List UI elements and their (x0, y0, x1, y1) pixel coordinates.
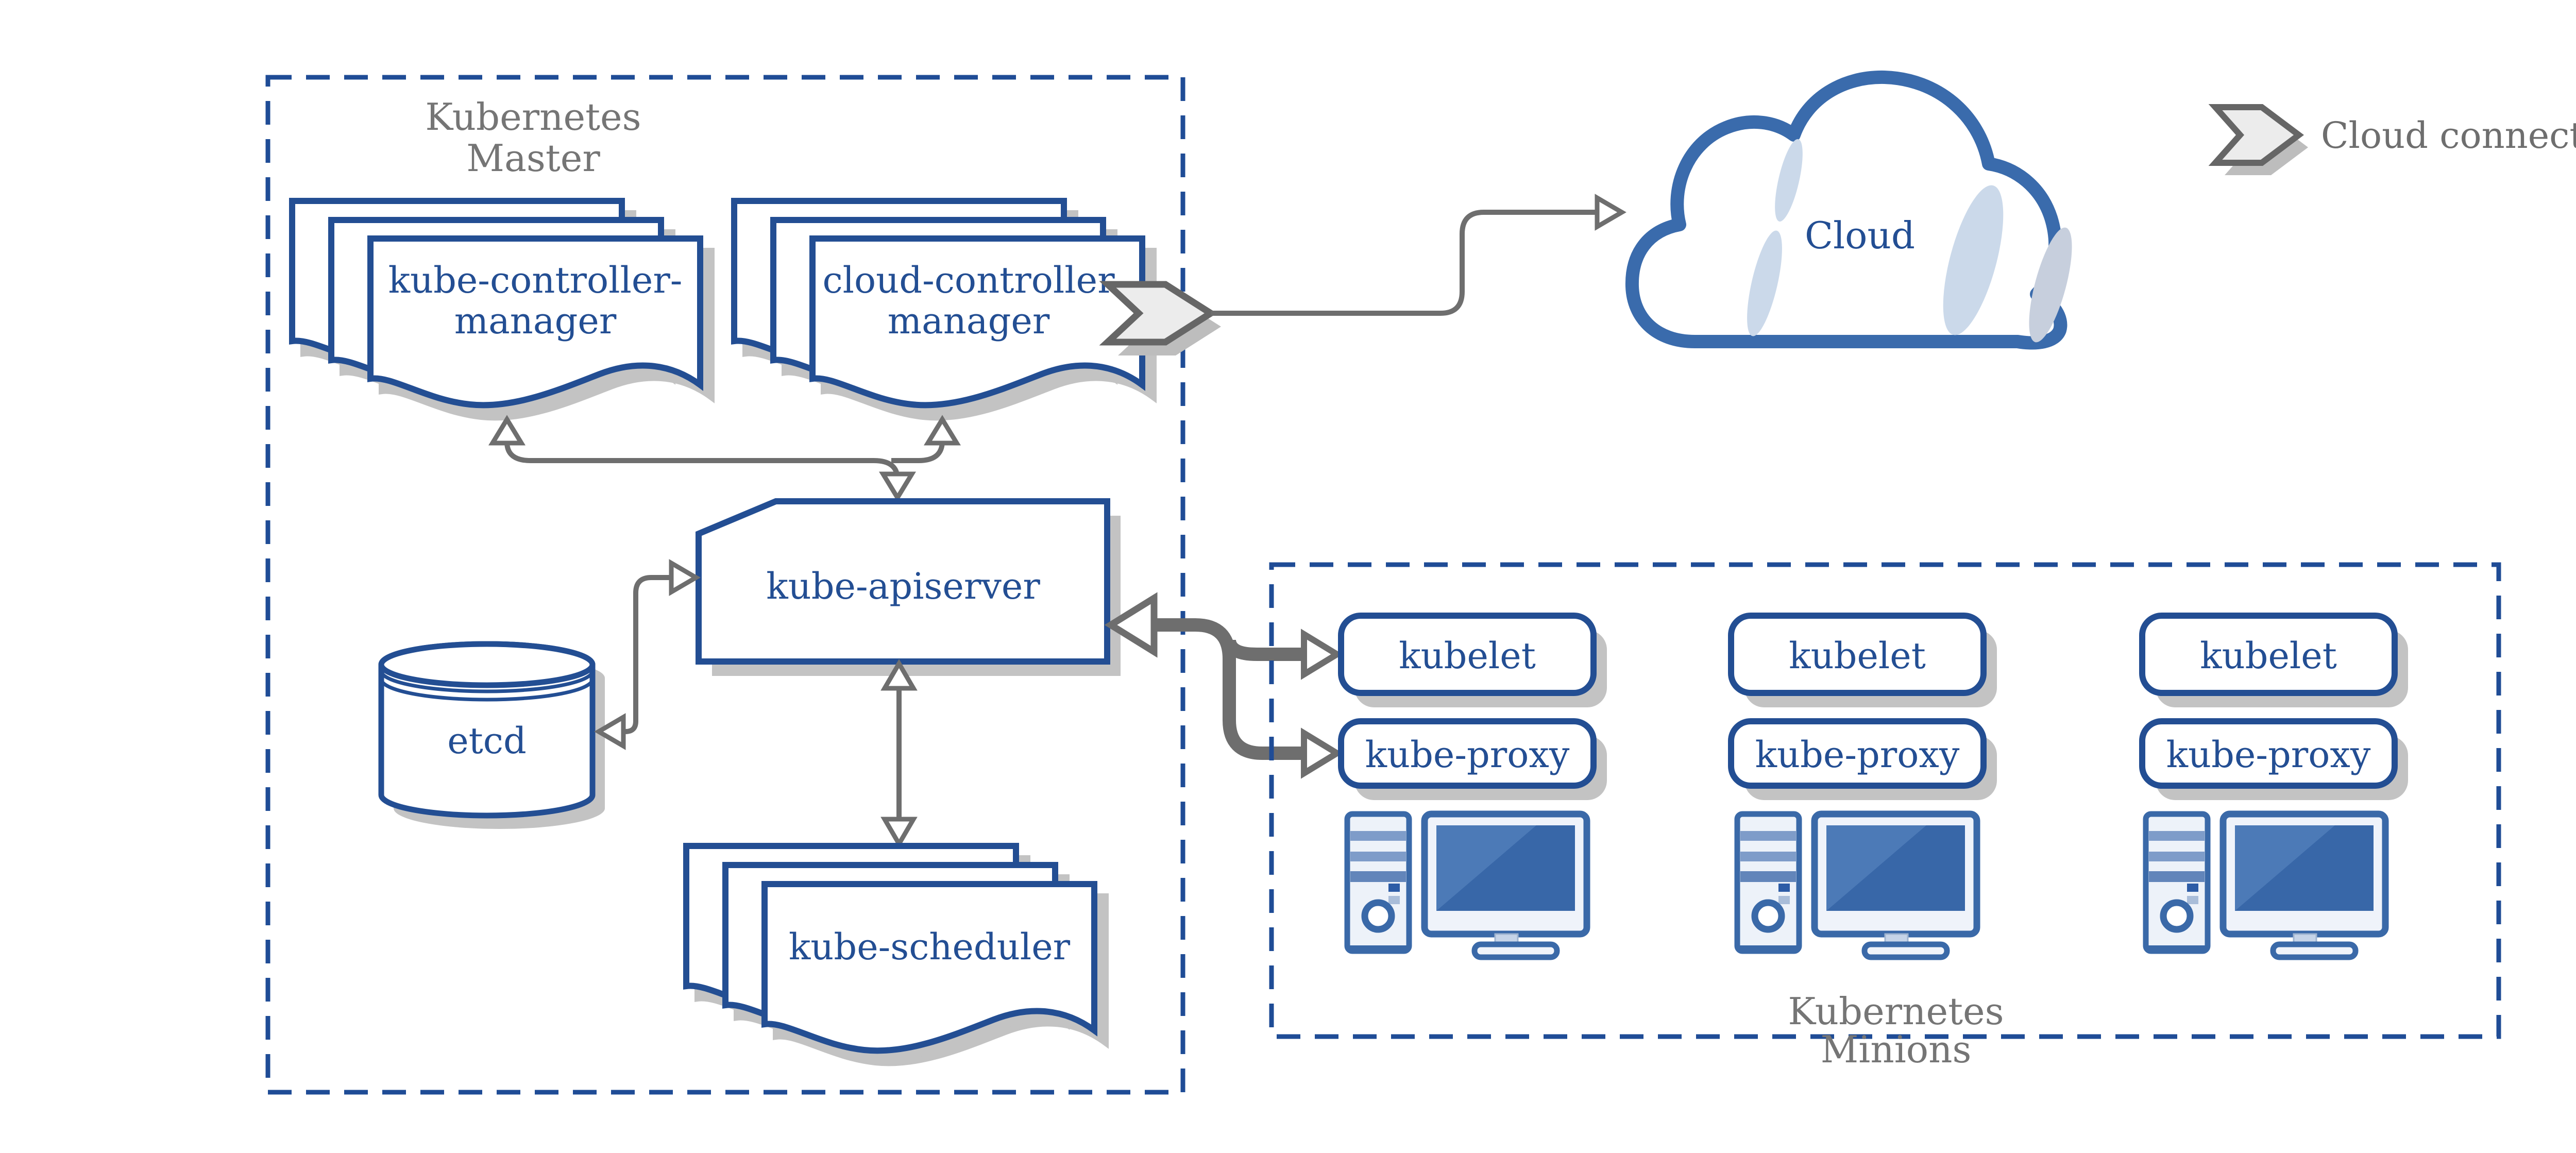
kubelet-label: kubelet (2200, 635, 2337, 677)
arrow-etcd-apiserver (594, 559, 701, 750)
cloud-label: Cloud (1805, 214, 1915, 257)
kube-scheduler-node: kube-scheduler (686, 846, 1106, 1063)
kube-proxy-box (2139, 718, 2398, 789)
cloud-controller-manager-label-line1: cloud-controller (822, 259, 1115, 301)
arrow-line-thick (1223, 639, 1302, 661)
arrowhead-right-icon (1301, 629, 1343, 680)
arrowhead-up-icon (488, 415, 526, 446)
etcd-node: etcd (378, 641, 605, 829)
arrow-cloud-connector-to-cloud (1211, 194, 1626, 316)
cloud-node: Cloud (1625, 70, 2072, 350)
arrowhead-down-icon (880, 817, 918, 849)
arrow-controllers-to-apiserver (488, 415, 961, 502)
kubernetes-master-zone: Kubernetes Master kube-controller- manag… (265, 75, 1185, 1095)
kube-proxy-label: kube-proxy (2166, 734, 2371, 776)
kube-apiserver-label: kube-apiserver (766, 565, 1040, 607)
kubernetes-minions-zone: kubelet kube-proxy kubelet kube-proxy ku… (1269, 562, 2501, 1071)
etcd-label: etcd (447, 720, 527, 762)
kube-proxy-box (1728, 718, 1987, 789)
kube-controller-manager-label-line1: kube-controller- (388, 259, 683, 301)
arrow-line (504, 442, 900, 491)
kubernetes-minions-boundary (1269, 562, 2501, 1039)
cloud-connector-legend-label: Cloud connector (2321, 114, 2576, 157)
kube-apiserver-node: kube-apiserver (696, 498, 1121, 676)
arrow-apiserver-scheduler (880, 659, 918, 849)
arrowhead-left-icon (1104, 592, 1158, 658)
kubelet-box (1728, 613, 1987, 696)
kube-proxy-box (1338, 718, 1597, 789)
kubelet-box (1338, 613, 1597, 696)
arrowhead-up-icon (923, 415, 961, 446)
kubelet-label: kubelet (1789, 635, 1926, 677)
cloud-controller-manager-label-line2: manager (888, 300, 1050, 342)
arrowhead-right-icon (669, 559, 701, 596)
kube-controller-manager-label-line2: manager (454, 300, 617, 342)
kube-apiserver-box (696, 498, 1110, 665)
workstation-icon (1347, 814, 1587, 957)
arrow-line (623, 575, 669, 734)
workstation-icon (2146, 814, 2385, 957)
cloud-slash-decoration (1775, 139, 1803, 222)
cloud-slash-decoration (2029, 227, 2072, 343)
kube-scheduler-label: kube-scheduler (789, 926, 1071, 968)
minions-zone-title-line2: Minions (1821, 1028, 1972, 1071)
cloud-controller-manager-node: cloud-controller manager (734, 201, 1154, 417)
chevron-icon (2208, 104, 2304, 166)
minion-node-3: kubelet kube-proxy (2139, 613, 2408, 957)
cloud-connector-chevron (1099, 281, 1221, 355)
kubernetes-master-boundary (265, 75, 1185, 1095)
kube-controller-manager-node: kube-controller- manager (292, 201, 711, 417)
arrowhead-right-icon (1595, 194, 1626, 231)
arrowhead-left-icon (594, 713, 626, 750)
master-zone-title-line1: Kubernetes (425, 95, 641, 139)
arrowhead-up-icon (880, 659, 918, 691)
cylinder-rim-line (379, 679, 595, 702)
workstation-icon (1737, 814, 1977, 957)
cloud-slash-decoration (1747, 230, 1782, 336)
etcd-cylinder-top (378, 641, 596, 688)
arrowhead-right-icon (1301, 727, 1343, 779)
cloud-slash-decoration (1943, 185, 2004, 335)
master-zone-title-line2: Master (466, 137, 600, 180)
arrow-apiserver-minions (1104, 592, 1343, 779)
arrow-line (1211, 210, 1596, 316)
kubelet-box (2139, 613, 2398, 696)
chevron-icon (1099, 281, 1217, 346)
minion-node-2: kubelet kube-proxy (1728, 613, 1997, 957)
arrowhead-down-icon (878, 471, 917, 502)
arrow-line-thick (1153, 618, 1302, 760)
cylinder-rim-line (379, 670, 595, 693)
kube-proxy-label: kube-proxy (1365, 734, 1570, 776)
minion-node-1: kubelet kube-proxy (1338, 613, 1607, 957)
minions-zone-title-line1: Kubernetes (1788, 990, 2004, 1033)
kubelet-label: kubelet (1399, 635, 1536, 677)
kube-proxy-label: kube-proxy (1755, 734, 1960, 776)
cloud-connector-legend: Cloud connector (2208, 104, 2576, 175)
